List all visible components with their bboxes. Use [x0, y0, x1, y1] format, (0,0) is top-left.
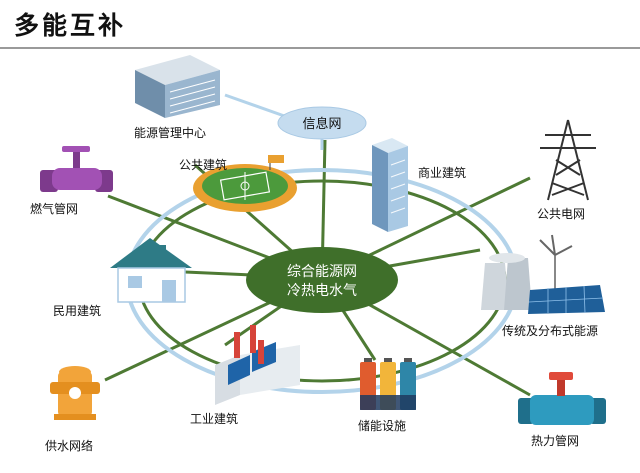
gas-valve-icon	[40, 146, 113, 192]
factory-icon	[215, 325, 300, 405]
label-power-grid: 公共电网	[537, 207, 586, 221]
info-network-label: 信息网	[302, 116, 341, 132]
power-plant-icon	[481, 234, 605, 314]
label-commercial-building: 商业建筑	[418, 166, 467, 180]
hub-ellipse	[246, 247, 398, 313]
hydrant-icon	[50, 366, 100, 420]
label-storage: 储能设施	[358, 419, 407, 433]
hub-line1: 综合能源网	[287, 264, 357, 280]
page-title: 多能互补	[14, 11, 127, 40]
label-energy-sources: 传统及分布式能源	[502, 324, 599, 338]
label-public-building: 公共建筑	[179, 158, 228, 172]
heat-valve-icon	[518, 372, 606, 425]
label-energy-center: 能源管理中心	[134, 126, 207, 140]
label-gas-network: 燃气管网	[30, 202, 79, 216]
info-link-center	[224, 93, 291, 120]
label-industrial: 工业建筑	[190, 412, 239, 426]
office-tower-icon	[372, 138, 408, 232]
hub-line2: 冷热电水气	[287, 283, 357, 299]
power-tower-icon	[540, 119, 596, 201]
building-icon	[135, 55, 220, 118]
label-water-supply: 供水网络	[45, 439, 94, 453]
label-residential: 民用建筑	[53, 304, 102, 318]
house-icon	[110, 238, 192, 303]
battery-icon	[360, 358, 416, 410]
label-heat-network: 热力管网	[531, 434, 580, 448]
stadium-icon	[193, 155, 297, 212]
info-network-bubble	[277, 106, 367, 140]
title-divider	[0, 47, 640, 49]
